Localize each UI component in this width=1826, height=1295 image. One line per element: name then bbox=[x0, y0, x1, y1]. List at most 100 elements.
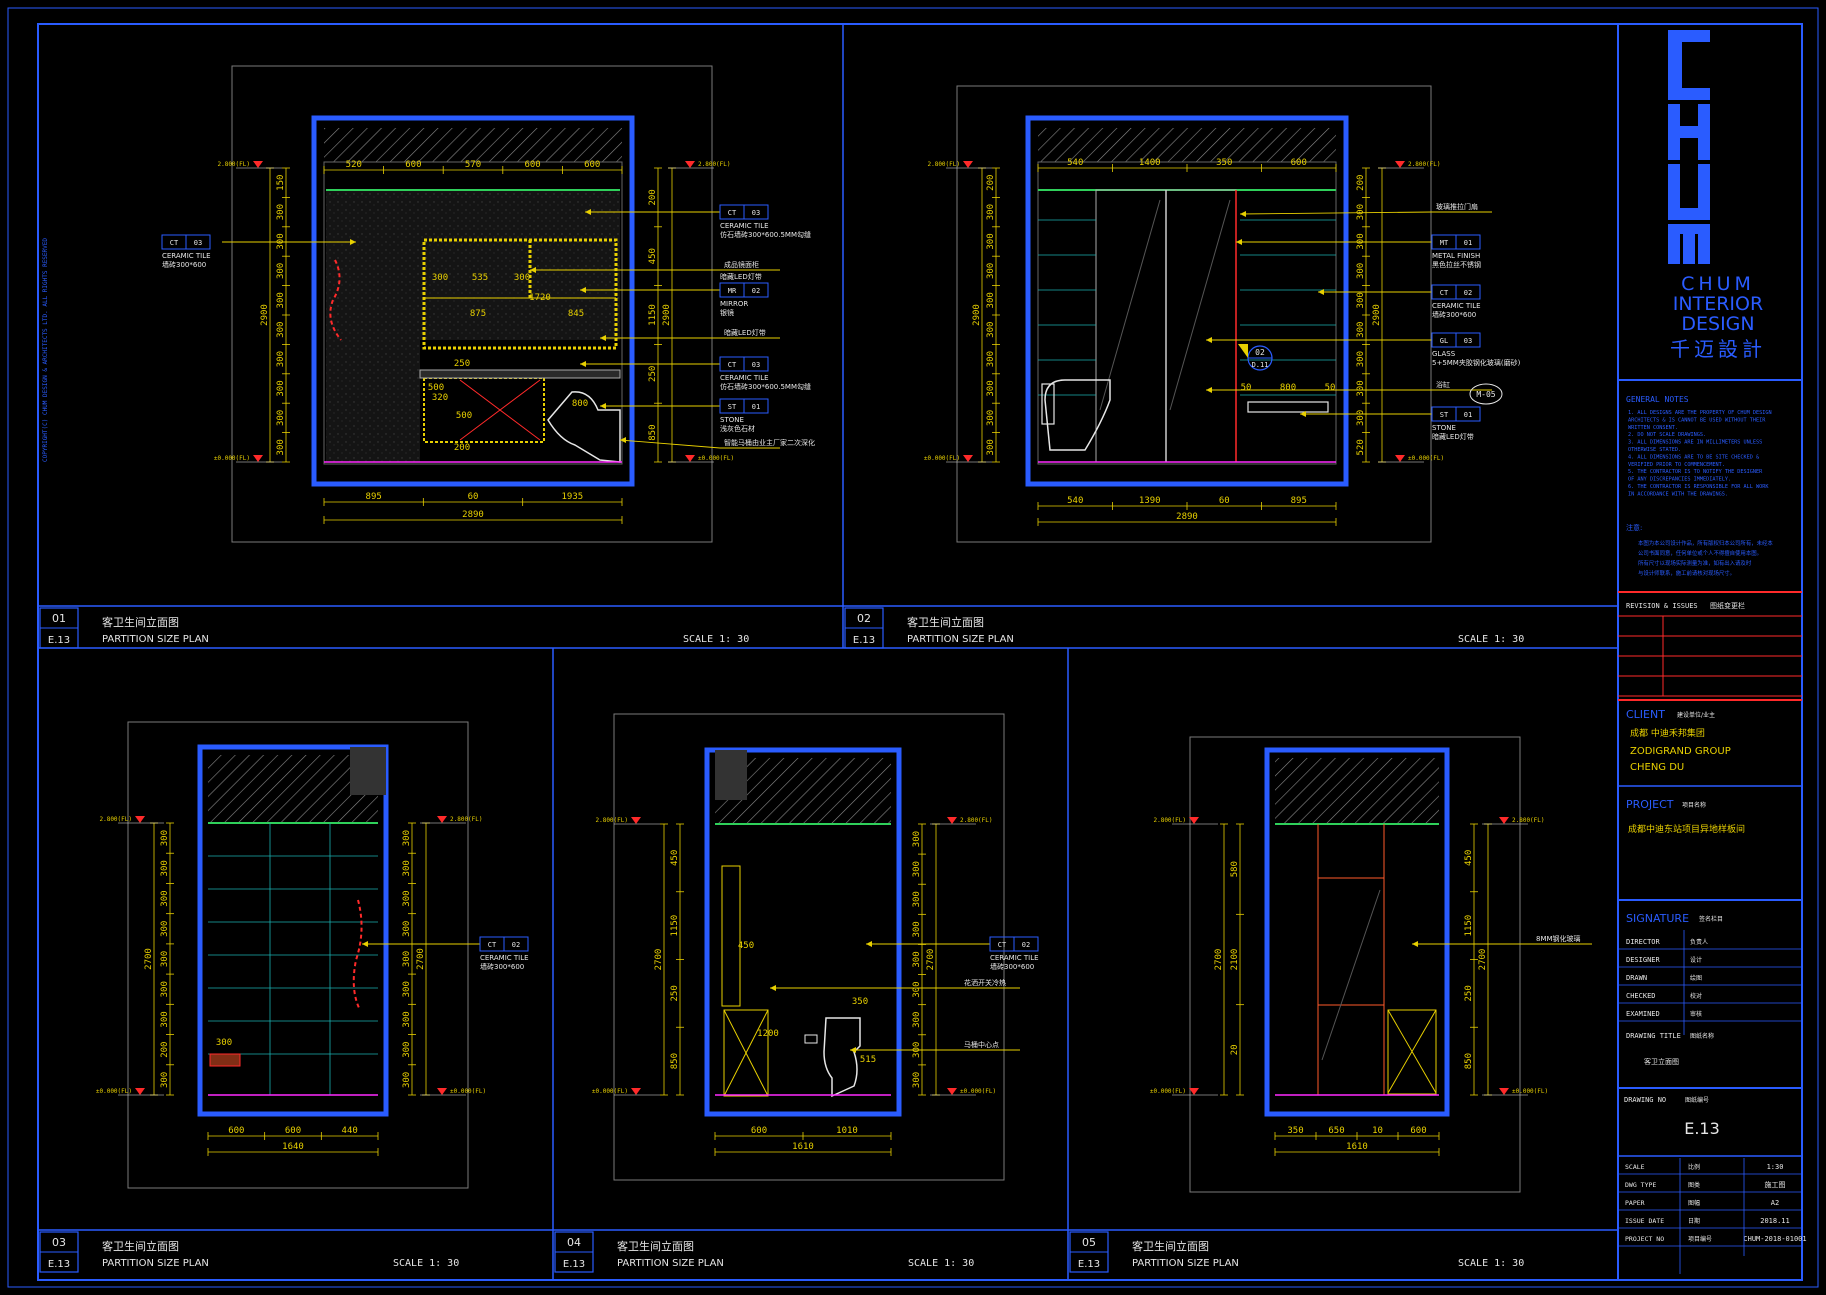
dimension-label: 600 bbox=[1291, 158, 1307, 168]
meta-key: PAPER bbox=[1625, 1199, 1645, 1207]
dimension-label: 300 bbox=[912, 951, 922, 967]
inner-dimension: 350 bbox=[852, 997, 868, 1007]
level-marker: 2.800(FL) bbox=[960, 817, 993, 824]
dimension-label: 650 bbox=[1328, 1126, 1344, 1136]
client-cn-label: 建设单位/业主 bbox=[1677, 711, 1715, 719]
material-desc: 暗藏LED灯带 bbox=[720, 272, 762, 281]
inner-dimension: 300 bbox=[514, 273, 530, 283]
dimension-label: 300 bbox=[912, 831, 922, 847]
dimension-label: 440 bbox=[342, 1126, 358, 1136]
revision-cn: 图纸变更栏 bbox=[1710, 601, 1745, 610]
drawing-title-value: 客卫立面图 bbox=[1644, 1057, 1679, 1066]
dimension-label: 20 bbox=[1230, 1044, 1240, 1055]
client-name-en2: CHENG DU bbox=[1630, 762, 1684, 773]
dimension-total: 2890 bbox=[1176, 512, 1198, 522]
material-num: 02 bbox=[512, 941, 520, 949]
dimension-total: 2700 bbox=[654, 949, 664, 971]
level-marker: 2.800(FL) bbox=[1153, 817, 1186, 824]
dimension-label: 300 bbox=[912, 891, 922, 907]
dimension-label: 300 bbox=[402, 981, 412, 997]
dimension-label: 520 bbox=[346, 160, 362, 170]
dimension-label: 1150 bbox=[1464, 915, 1474, 937]
dimension-label: 200 bbox=[648, 189, 658, 205]
dimension-label: 300 bbox=[1356, 351, 1366, 367]
dimension-label: 300 bbox=[912, 981, 922, 997]
inner-dimension: 800 bbox=[572, 399, 588, 409]
dimension-label: 300 bbox=[160, 951, 170, 967]
level-marker: ±0.000(FL) bbox=[924, 455, 960, 462]
dimension-label: 600 bbox=[228, 1126, 244, 1136]
logo-line-3: DESIGN bbox=[1681, 313, 1754, 335]
view-05-elevation bbox=[1189, 736, 1521, 1193]
dimension-label: 300 bbox=[160, 981, 170, 997]
material-code: ST bbox=[728, 403, 737, 411]
dimension-label: 300 bbox=[402, 890, 412, 906]
view-ref: E.13 bbox=[853, 635, 875, 646]
material-desc: 黑色拉丝不锈钢 bbox=[1432, 260, 1481, 269]
project-cn-label: 项目名称 bbox=[1682, 801, 1706, 809]
dimension-label: 300 bbox=[986, 292, 996, 308]
dimension-label: 300 bbox=[276, 204, 286, 220]
material-code: ST bbox=[1440, 411, 1449, 419]
view-title-cn: 客卫生间立面图 bbox=[907, 615, 984, 629]
signature-role-cn: 绘图 bbox=[1690, 974, 1702, 982]
meta-key-cn: 比例 bbox=[1688, 1163, 1700, 1171]
dimension-label: 300 bbox=[1356, 204, 1366, 220]
view-number: 01 bbox=[52, 612, 66, 625]
dimension-label: 600 bbox=[751, 1126, 767, 1136]
dimension-label: 1150 bbox=[670, 915, 680, 937]
material-num: 03 bbox=[1464, 337, 1472, 345]
dimension-label: 60 bbox=[468, 492, 479, 502]
view-title-cn: 客卫生间立面图 bbox=[617, 1239, 694, 1253]
view-title-en: PARTITION SIZE PLAN bbox=[617, 1258, 724, 1269]
inner-dimension: 50 bbox=[1241, 383, 1252, 393]
signature-role: DIRECTOR bbox=[1626, 938, 1661, 946]
dimension-label: 300 bbox=[1356, 263, 1366, 279]
meta-value: A2 bbox=[1771, 1199, 1779, 1207]
dimension-label: 300 bbox=[1356, 233, 1366, 249]
section-marker: 02D.11 bbox=[1238, 344, 1273, 371]
level-marker: 2.800(FL) bbox=[450, 816, 483, 823]
dimension-label: 300 bbox=[402, 1011, 412, 1027]
inner-dimension: 1200 bbox=[757, 1029, 779, 1039]
material-label: STONE bbox=[1432, 424, 1456, 432]
meta-key: PROJECT NO bbox=[1625, 1235, 1664, 1243]
material-label: CERAMIC TILE bbox=[990, 954, 1039, 962]
dimension-label: 450 bbox=[648, 248, 658, 264]
title-block: CHUM INTERIOR DESIGN 千迈設計 GENERAL NOTES … bbox=[1618, 30, 1807, 1274]
view-03-elevation bbox=[127, 721, 469, 1189]
note-line: VERIFIED PRIOR TO COMMENCEMENT. bbox=[1628, 462, 1725, 468]
note-line: 2. DO NOT SCALE DRAWINGS. bbox=[1628, 432, 1706, 438]
material-num: 03 bbox=[752, 361, 760, 369]
signature-role-cn: 负责人 bbox=[1690, 938, 1708, 946]
dimension-label: 200 bbox=[986, 175, 996, 191]
inner-dimension: 500 bbox=[456, 411, 472, 421]
drawing-no-label: DRAWING NO bbox=[1624, 1096, 1666, 1104]
view-ref: E.13 bbox=[563, 1259, 585, 1270]
signature-role: DESIGNER bbox=[1626, 956, 1661, 964]
material-label: MIRROR bbox=[720, 300, 748, 308]
dimension-label: 1935 bbox=[561, 492, 583, 502]
signature-role-cn: 校对 bbox=[1690, 992, 1702, 1000]
dimension-label: 10 bbox=[1372, 1126, 1383, 1136]
material-label: CERAMIC TILE bbox=[720, 222, 769, 230]
material-desc: 墙砖300*600 bbox=[1432, 310, 1476, 319]
note-cn-line: 本图为本公司设计作品，所有版权归本公司所有，未经本 bbox=[1638, 539, 1773, 547]
dimension-label: 600 bbox=[524, 160, 540, 170]
drawing-no-value: E.13 bbox=[1684, 1119, 1720, 1138]
signature-cn-label: 签名栏目 bbox=[1699, 915, 1723, 923]
material-desc: 浅灰色石材 bbox=[720, 424, 755, 433]
client-name-cn: 成都 中迪禾邦集团 bbox=[1630, 727, 1705, 739]
note-line: 3. ALL DIMENSIONS ARE IN MILLIMETERS UNL… bbox=[1628, 440, 1762, 446]
dimension-total: 2900 bbox=[972, 304, 982, 326]
view-number: 02 bbox=[857, 612, 871, 625]
outer-border bbox=[7, 7, 1819, 1288]
view-title-cn: 客卫生间立面图 bbox=[102, 1239, 179, 1253]
dimension-label: 350 bbox=[1216, 158, 1232, 168]
note-line: OTHERWISE STATED. bbox=[1628, 447, 1681, 453]
level-marker: ±0.000(FL) bbox=[1408, 455, 1444, 462]
note-line: OF ANY DISCREPANCIES IMMEDIATELY. bbox=[1628, 477, 1731, 483]
dimension-label: 300 bbox=[986, 233, 996, 249]
inner-dimension: 320 bbox=[432, 393, 448, 403]
inner-dimension: 515 bbox=[860, 1055, 876, 1065]
